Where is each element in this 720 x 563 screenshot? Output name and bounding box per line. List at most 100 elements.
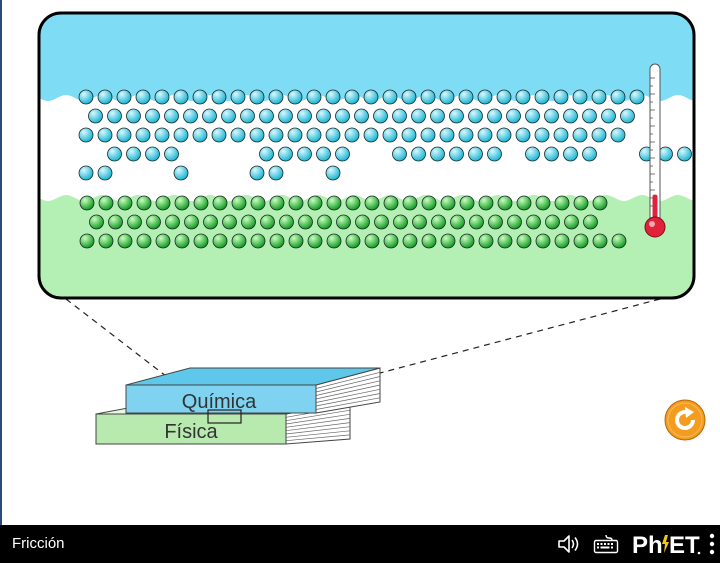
physics-atom [526,214,541,230]
physics-atom [412,214,427,230]
physics-atom [307,195,323,211]
chemistry-atom [107,146,122,162]
chemistry-atom [249,89,265,105]
chemistry-atom [411,146,426,162]
chemistry-atom [620,108,635,124]
chemistry-atom [145,146,160,162]
chemistry-atom [401,89,417,105]
physics-atom [573,195,589,211]
chemistry-atom [449,108,464,124]
svg-text:ET: ET [669,532,700,557]
chemistry-atom [116,127,132,143]
chemistry-atom [316,108,331,124]
window-edge [0,0,2,525]
sound-toggle-button[interactable] [556,531,584,557]
chemistry-atom [582,146,597,162]
physics-atom [573,233,589,249]
book-stack[interactable]: Física Química [95,367,381,445]
chemistry-atom [202,108,217,124]
chemistry-atom [601,108,616,124]
chemistry-atom [78,165,94,181]
chemistry-atom [525,108,540,124]
chemistry-atom [553,127,569,143]
physics-atom [260,214,275,230]
chemistry-atom [487,146,502,162]
chemistry-atom [458,127,474,143]
physics-atom [516,233,532,249]
physics-atoms[interactable] [79,195,627,249]
chemistry-atom [582,108,597,124]
physics-atom [421,195,437,211]
chemistry-atom [97,165,113,181]
chemistry-atom [449,146,464,162]
physics-atom [79,233,95,249]
physics-atom [155,195,171,211]
chemistry-atom [344,89,360,105]
physics-atom [516,195,532,211]
chemistry-atom [658,146,673,162]
chemistry-atom [382,127,398,143]
chemistry-atom [88,108,103,124]
physics-atom [298,214,313,230]
physics-atom [564,214,579,230]
thermometer-bulb [644,216,666,238]
chemistry-atom [363,89,379,105]
physics-atom [222,214,237,230]
chemistry-atom [572,127,588,143]
chemistry-atom [534,127,550,143]
chemistry-atom [154,127,170,143]
navigation-bar: Fricción Ph ET [0,525,720,563]
chemistry-atom [164,108,179,124]
physics-atom [317,214,332,230]
chemistry-atom [439,89,455,105]
chemistry-atom [287,127,303,143]
chemistry-atom [145,108,160,124]
options-menu-button[interactable] [706,531,718,557]
physics-atom [193,233,209,249]
physics-atom [431,214,446,230]
chemistry-atom [563,108,578,124]
chemistry-atom [278,108,293,124]
physics-atom [288,233,304,249]
physics-atom [79,195,95,211]
zoom-lines [65,298,661,411]
keyboard-help-button[interactable] [592,531,620,557]
reset-all-button[interactable] [664,399,706,441]
chemistry-atom [325,165,341,181]
chemistry-atom [677,146,692,162]
physics-atom [269,195,285,211]
chemistry-atom [107,108,122,124]
physics-atom [507,214,522,230]
chemistry-atom [78,127,94,143]
physics-book-cover[interactable] [95,413,287,445]
physics-atom [488,214,503,230]
physics-atom [592,195,608,211]
physics-atom [535,195,551,211]
chemistry-atoms[interactable] [78,89,720,181]
chemistry-atom [458,89,474,105]
phet-menu-button[interactable]: Ph ET [630,531,702,557]
physics-atom [89,214,104,230]
chemistry-atom [591,89,607,105]
chemistry-book-cover[interactable] [125,384,317,414]
chemistry-atom [392,146,407,162]
physics-atom [545,214,560,230]
chemistry-atom [468,108,483,124]
physics-atom [165,214,180,230]
physics-atom [364,195,380,211]
chemistry-atom [173,89,189,105]
physics-atom [117,195,133,211]
chemistry-book-label: Química [182,391,257,413]
physics-atom [193,195,209,211]
physics-atom [497,195,513,211]
chemistry-atom [211,127,227,143]
chemistry-atom [515,127,531,143]
physics-atom [355,214,370,230]
physics-atom [269,233,285,249]
chemistry-book[interactable]: Química [125,367,381,414]
physics-atom [497,233,513,249]
chemistry-atom [268,127,284,143]
physics-atom [459,195,475,211]
physics-atom [402,195,418,211]
chemistry-atom [221,108,236,124]
